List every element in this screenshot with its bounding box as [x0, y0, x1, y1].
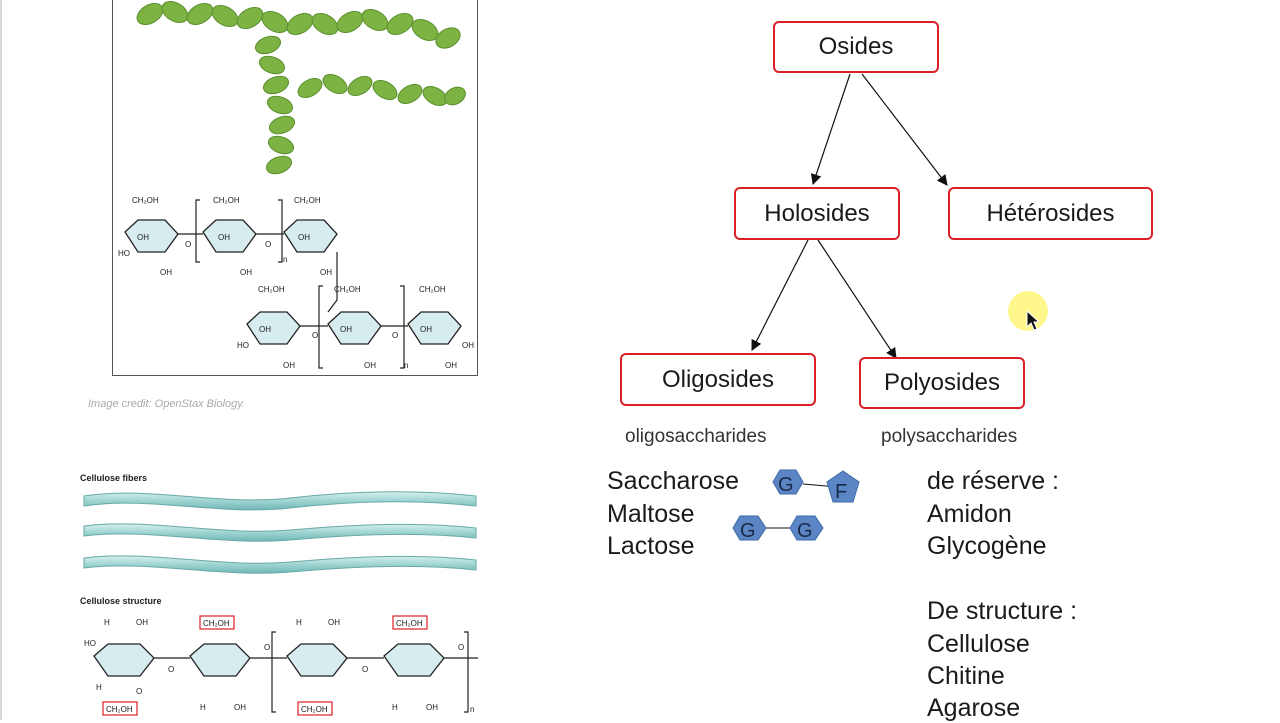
example-chitine: Chitine [927, 662, 1005, 690]
chem-label: OH [240, 268, 252, 277]
chem-label: OH [328, 618, 340, 627]
chem-label: CH₂OH [396, 619, 423, 628]
chem-label: OH [136, 618, 148, 627]
chem-label: OH [160, 268, 172, 277]
node-osides: Osides [773, 21, 939, 73]
cellulose-chem-labels: CH₂OH CH₂OH CH₂OH CH₂OH HO H OH H OH O O… [84, 618, 474, 714]
chem-label: O [185, 240, 191, 249]
saccharose-glucose-fructose: G F [772, 469, 860, 503]
chem-label: HO [84, 639, 96, 648]
mouse-cursor-icon [1026, 310, 1041, 331]
chem-label: CH₂OH [419, 285, 446, 294]
chem-label: H [392, 703, 398, 712]
chem-label: CH₂OH [334, 285, 361, 294]
chem-label: CH₂OH [301, 705, 328, 714]
maltose-glucose-glucose: G G [732, 515, 824, 542]
chem-label: H [104, 618, 110, 627]
glycogen-ring-structure [124, 199, 462, 369]
glycogen-helix-illustration [136, 1, 466, 175]
chem-label: OH [218, 233, 230, 242]
chem-label: O [168, 665, 174, 674]
chem-label: OH [137, 233, 149, 242]
chem-label: OH [445, 361, 457, 370]
chem-label: OH [234, 703, 246, 712]
chem-label: O [392, 331, 398, 340]
chem-label: OH [420, 325, 432, 334]
tree-arrows [751, 73, 948, 359]
cellulose-structure-caption: Cellulose structure [80, 596, 162, 606]
oligosaccharides-subtitle: oligosaccharides [625, 426, 767, 447]
chem-label: n [404, 361, 408, 370]
example-amidon: Amidon [927, 500, 1012, 528]
polysaccharides-subtitle: polysaccharides [881, 426, 1018, 447]
structure-heading: De structure : [927, 597, 1078, 625]
example-maltose: Maltose [607, 500, 695, 528]
glucose-label: G [740, 520, 756, 542]
chem-label: n [470, 705, 474, 714]
glycogen-figure-frame [112, 0, 478, 376]
cellulose-fibers-caption: Cellulose fibers [80, 473, 147, 483]
chem-label: OH [364, 361, 376, 370]
node-holosides: Holosides [734, 187, 900, 240]
chem-label: CH₂OH [132, 196, 159, 205]
cellulose-ring-structure [93, 615, 478, 716]
chem-label: OH [320, 268, 332, 277]
glycogen-chem-labels: CH₂OH CH₂OH CH₂OH OH OH OH HO OH OH OH O… [118, 196, 474, 370]
chem-label: OH [259, 325, 271, 334]
image-credit: Image credit: OpenStax Biology. [88, 398, 245, 410]
chem-label: n [283, 255, 287, 264]
chem-label: CH₂OH [203, 619, 230, 628]
node-polyosides: Polyosides [859, 357, 1025, 409]
example-lactose: Lactose [607, 532, 695, 560]
chem-label: H [200, 703, 206, 712]
chem-label: OH [298, 233, 310, 242]
chem-label: O [458, 643, 464, 652]
fructose-label: F [835, 481, 847, 503]
chem-label: OH [426, 703, 438, 712]
reserve-heading: de réserve : [927, 467, 1060, 495]
chem-label: H [296, 618, 302, 627]
example-agarose: Agarose [927, 694, 1021, 722]
chem-label: OH [462, 341, 474, 350]
chem-label: OH [283, 361, 295, 370]
chem-label: HO [118, 249, 130, 258]
chem-label: HO [237, 341, 249, 350]
chem-label: CH₂OH [213, 196, 240, 205]
node-heterosides: Hétérosides [948, 187, 1153, 240]
chem-label: O [264, 643, 270, 652]
page-left-border [0, 0, 2, 720]
node-oligosides: Oligosides [620, 353, 816, 406]
chem-label: H [96, 683, 102, 692]
chem-label: O [312, 331, 318, 340]
chem-label: CH₂OH [258, 285, 285, 294]
example-glycogene: Glycogène [927, 532, 1047, 560]
chem-label: O [265, 240, 271, 249]
glucose-label: G [778, 474, 794, 496]
cellulose-fibers-illustration [83, 491, 477, 574]
chem-label: CH₂OH [294, 196, 321, 205]
chem-label: OH [340, 325, 352, 334]
chem-label: O [136, 687, 142, 696]
glucose-label: G [797, 520, 813, 542]
chem-label: O [362, 665, 368, 674]
example-saccharose: Saccharose [607, 467, 740, 495]
example-cellulose: Cellulose [927, 630, 1030, 658]
chem-label: CH₂OH [106, 705, 133, 714]
